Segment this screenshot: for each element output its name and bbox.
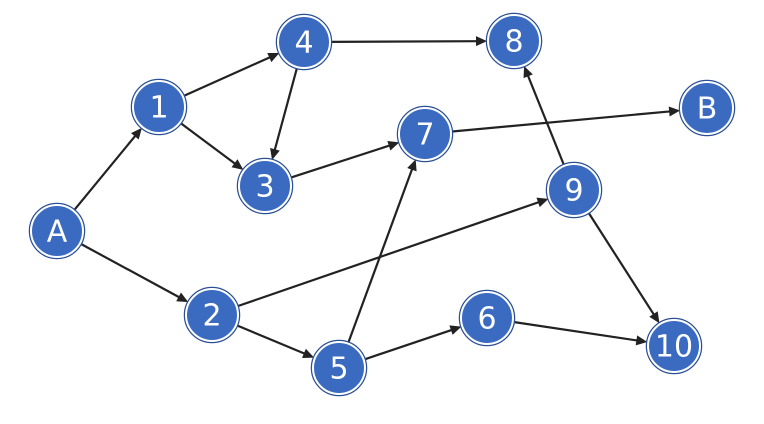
node-outline [183, 286, 241, 344]
edge-line [79, 242, 181, 299]
node-label: 9 [564, 174, 583, 209]
arrowhead-icon [387, 140, 400, 151]
edge-3-to-7 [289, 140, 400, 180]
edge-6-to-10 [512, 320, 648, 346]
edge-2-to-5 [235, 323, 315, 358]
arrowhead-icon [668, 106, 681, 117]
node-circle [132, 80, 186, 134]
node-circle [680, 81, 734, 135]
edge-4-to-8 [329, 36, 488, 47]
node-label: B [697, 92, 718, 127]
node-outline [130, 78, 188, 136]
edge-line [236, 200, 541, 308]
node-label: 1 [149, 91, 168, 126]
node-B: B [678, 79, 736, 137]
node-9: 9 [545, 161, 603, 219]
node-label: 5 [329, 352, 348, 387]
arrowhead-icon [635, 335, 648, 346]
node-label: 8 [504, 25, 523, 60]
edge-line [72, 134, 137, 212]
arrowhead-icon [231, 159, 244, 170]
edge-1-to-4 [182, 52, 280, 98]
node-label: 6 [477, 302, 496, 337]
node-outline [678, 79, 736, 137]
node-label: 7 [415, 118, 434, 153]
node-A: A [28, 202, 86, 260]
node-circle [185, 288, 239, 342]
edge-1-to-3 [179, 121, 244, 170]
node-2: 2 [183, 286, 241, 344]
arrowhead-icon [407, 159, 417, 172]
edge-5-to-7 [346, 159, 417, 344]
node-7: 7 [396, 105, 454, 163]
node-outline [28, 202, 86, 260]
node-1: 1 [130, 78, 188, 136]
node-label: 4 [294, 26, 313, 61]
node-label: 2 [202, 299, 221, 334]
node-outline [236, 157, 294, 215]
edge-line [512, 320, 639, 342]
node-3: 3 [236, 157, 294, 215]
node-outline [645, 317, 703, 375]
edge-line [526, 73, 566, 167]
edge-A-to-2 [79, 242, 189, 303]
node-6: 6 [458, 289, 516, 347]
node-circle [30, 204, 84, 258]
edge-line [235, 323, 307, 356]
node-circle [487, 14, 541, 68]
node-circle [547, 163, 601, 217]
node-circle [460, 291, 514, 345]
edge-line [450, 110, 672, 133]
arrowhead-icon [302, 348, 315, 358]
arrowhead-icon [475, 36, 488, 47]
edge-4-to-3 [270, 66, 299, 160]
edge-line [273, 66, 299, 152]
node-outline [310, 339, 368, 397]
node-8: 8 [485, 12, 543, 70]
edge-9-to-10 [587, 211, 660, 324]
node-label: A [47, 215, 68, 250]
node-outline [396, 105, 454, 163]
edge-line [363, 328, 454, 361]
node-outline [545, 161, 603, 219]
node-outline [458, 289, 516, 347]
edge-line [289, 144, 392, 180]
arrowhead-icon [536, 197, 549, 208]
edge-line [587, 211, 656, 317]
edge-line [179, 121, 237, 166]
node-10: 10 [645, 317, 703, 375]
edge-line [182, 55, 272, 98]
node-circle [238, 159, 292, 213]
edge-2-to-9 [236, 197, 549, 308]
nodes-layer: A 1 2 3 4 5 6 7 8 9 10 B [28, 12, 736, 397]
node-label: 3 [255, 170, 274, 205]
node-4: 4 [275, 13, 333, 71]
node-circle [647, 319, 701, 373]
arrowhead-icon [649, 311, 660, 324]
edge-5-to-6 [363, 325, 462, 361]
node-outline [485, 12, 543, 70]
node-circle [312, 341, 366, 395]
node-label: 10 [655, 330, 693, 365]
edge-line [329, 40, 479, 43]
edge-A-to-1 [72, 127, 142, 212]
arrowhead-icon [270, 148, 280, 160]
node-5: 5 [310, 339, 368, 397]
arrowhead-icon [176, 292, 189, 303]
arrowhead-icon [449, 325, 462, 335]
arrowhead-icon [267, 52, 280, 63]
edges-layer [72, 36, 681, 361]
edge-line [346, 167, 414, 344]
edge-9-to-8 [523, 66, 566, 167]
node-circle [398, 107, 452, 161]
node-circle [277, 15, 331, 69]
edge-7-to-B [450, 106, 681, 133]
arrowhead-icon [130, 127, 142, 140]
node-outline [275, 13, 333, 71]
arrowhead-icon [523, 66, 533, 79]
